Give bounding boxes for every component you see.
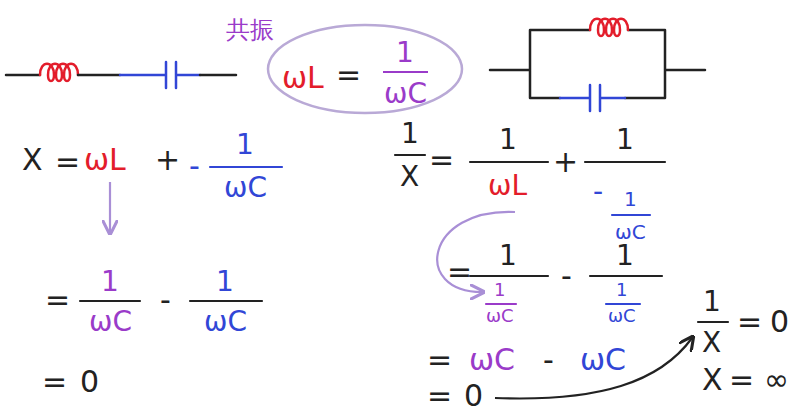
- formula-term: =: [427, 381, 452, 411]
- formula-term: X: [400, 163, 419, 191]
- formula-term: 0: [80, 367, 99, 397]
- formula-term: 1: [616, 281, 627, 299]
- formula-term: ωC: [608, 307, 636, 325]
- formula-term: ∞: [764, 365, 789, 395]
- formula-term: -: [543, 345, 554, 375]
- formula-term: +: [155, 145, 180, 175]
- formula-term: =: [336, 60, 361, 90]
- formula-term: -: [189, 151, 200, 181]
- formula-term: +: [553, 147, 578, 177]
- formula-term: -: [160, 285, 171, 315]
- formula-term: =: [42, 367, 67, 397]
- resonance-label: 共振: [226, 18, 274, 42]
- formula-term: 1: [499, 126, 517, 154]
- formula-term: 1: [703, 288, 721, 316]
- formula-term: =: [429, 145, 454, 175]
- formula-term: =: [55, 147, 80, 177]
- formula-term: X: [702, 329, 721, 357]
- formula-term: -: [561, 261, 572, 291]
- formula-term: =: [447, 257, 472, 287]
- formula-term: ωC: [224, 174, 267, 202]
- formula-term: =: [729, 365, 754, 395]
- formula-term: ωL: [84, 145, 126, 175]
- formula-term: 1: [624, 189, 637, 209]
- formula-term: =: [427, 345, 452, 375]
- formula-term: 1: [396, 39, 414, 67]
- formula-term: ωC: [384, 80, 427, 108]
- formula-term: ωC: [615, 222, 646, 242]
- resonance-circle: ωL = 1 ωC: [265, 22, 465, 116]
- formula-term: 1: [616, 242, 634, 270]
- formula-term: ωL: [488, 172, 527, 200]
- formula-term: ωC: [89, 308, 132, 336]
- formula-term: ωC: [580, 345, 626, 375]
- formula-term: 1: [101, 268, 119, 296]
- formula-term: 1: [236, 131, 254, 159]
- formula-term: ωC: [204, 308, 247, 336]
- formula-term: 1: [216, 268, 234, 296]
- formula-term: =: [737, 307, 762, 337]
- formula-term: -: [593, 178, 603, 206]
- formula-term: 0: [770, 307, 789, 337]
- formula-term: 1: [499, 242, 517, 270]
- formula-term: X: [22, 145, 43, 175]
- formula-term: 1: [616, 126, 634, 154]
- formula-term: ωC: [469, 345, 515, 375]
- formula-term: ωL: [282, 63, 324, 93]
- formula-term: 0: [464, 381, 483, 411]
- formula-term: ωC: [486, 307, 514, 325]
- formula-term: X: [702, 365, 723, 395]
- formula-term: 1: [401, 120, 419, 148]
- formula-term: =: [45, 285, 70, 315]
- formula-term: 1: [494, 281, 505, 299]
